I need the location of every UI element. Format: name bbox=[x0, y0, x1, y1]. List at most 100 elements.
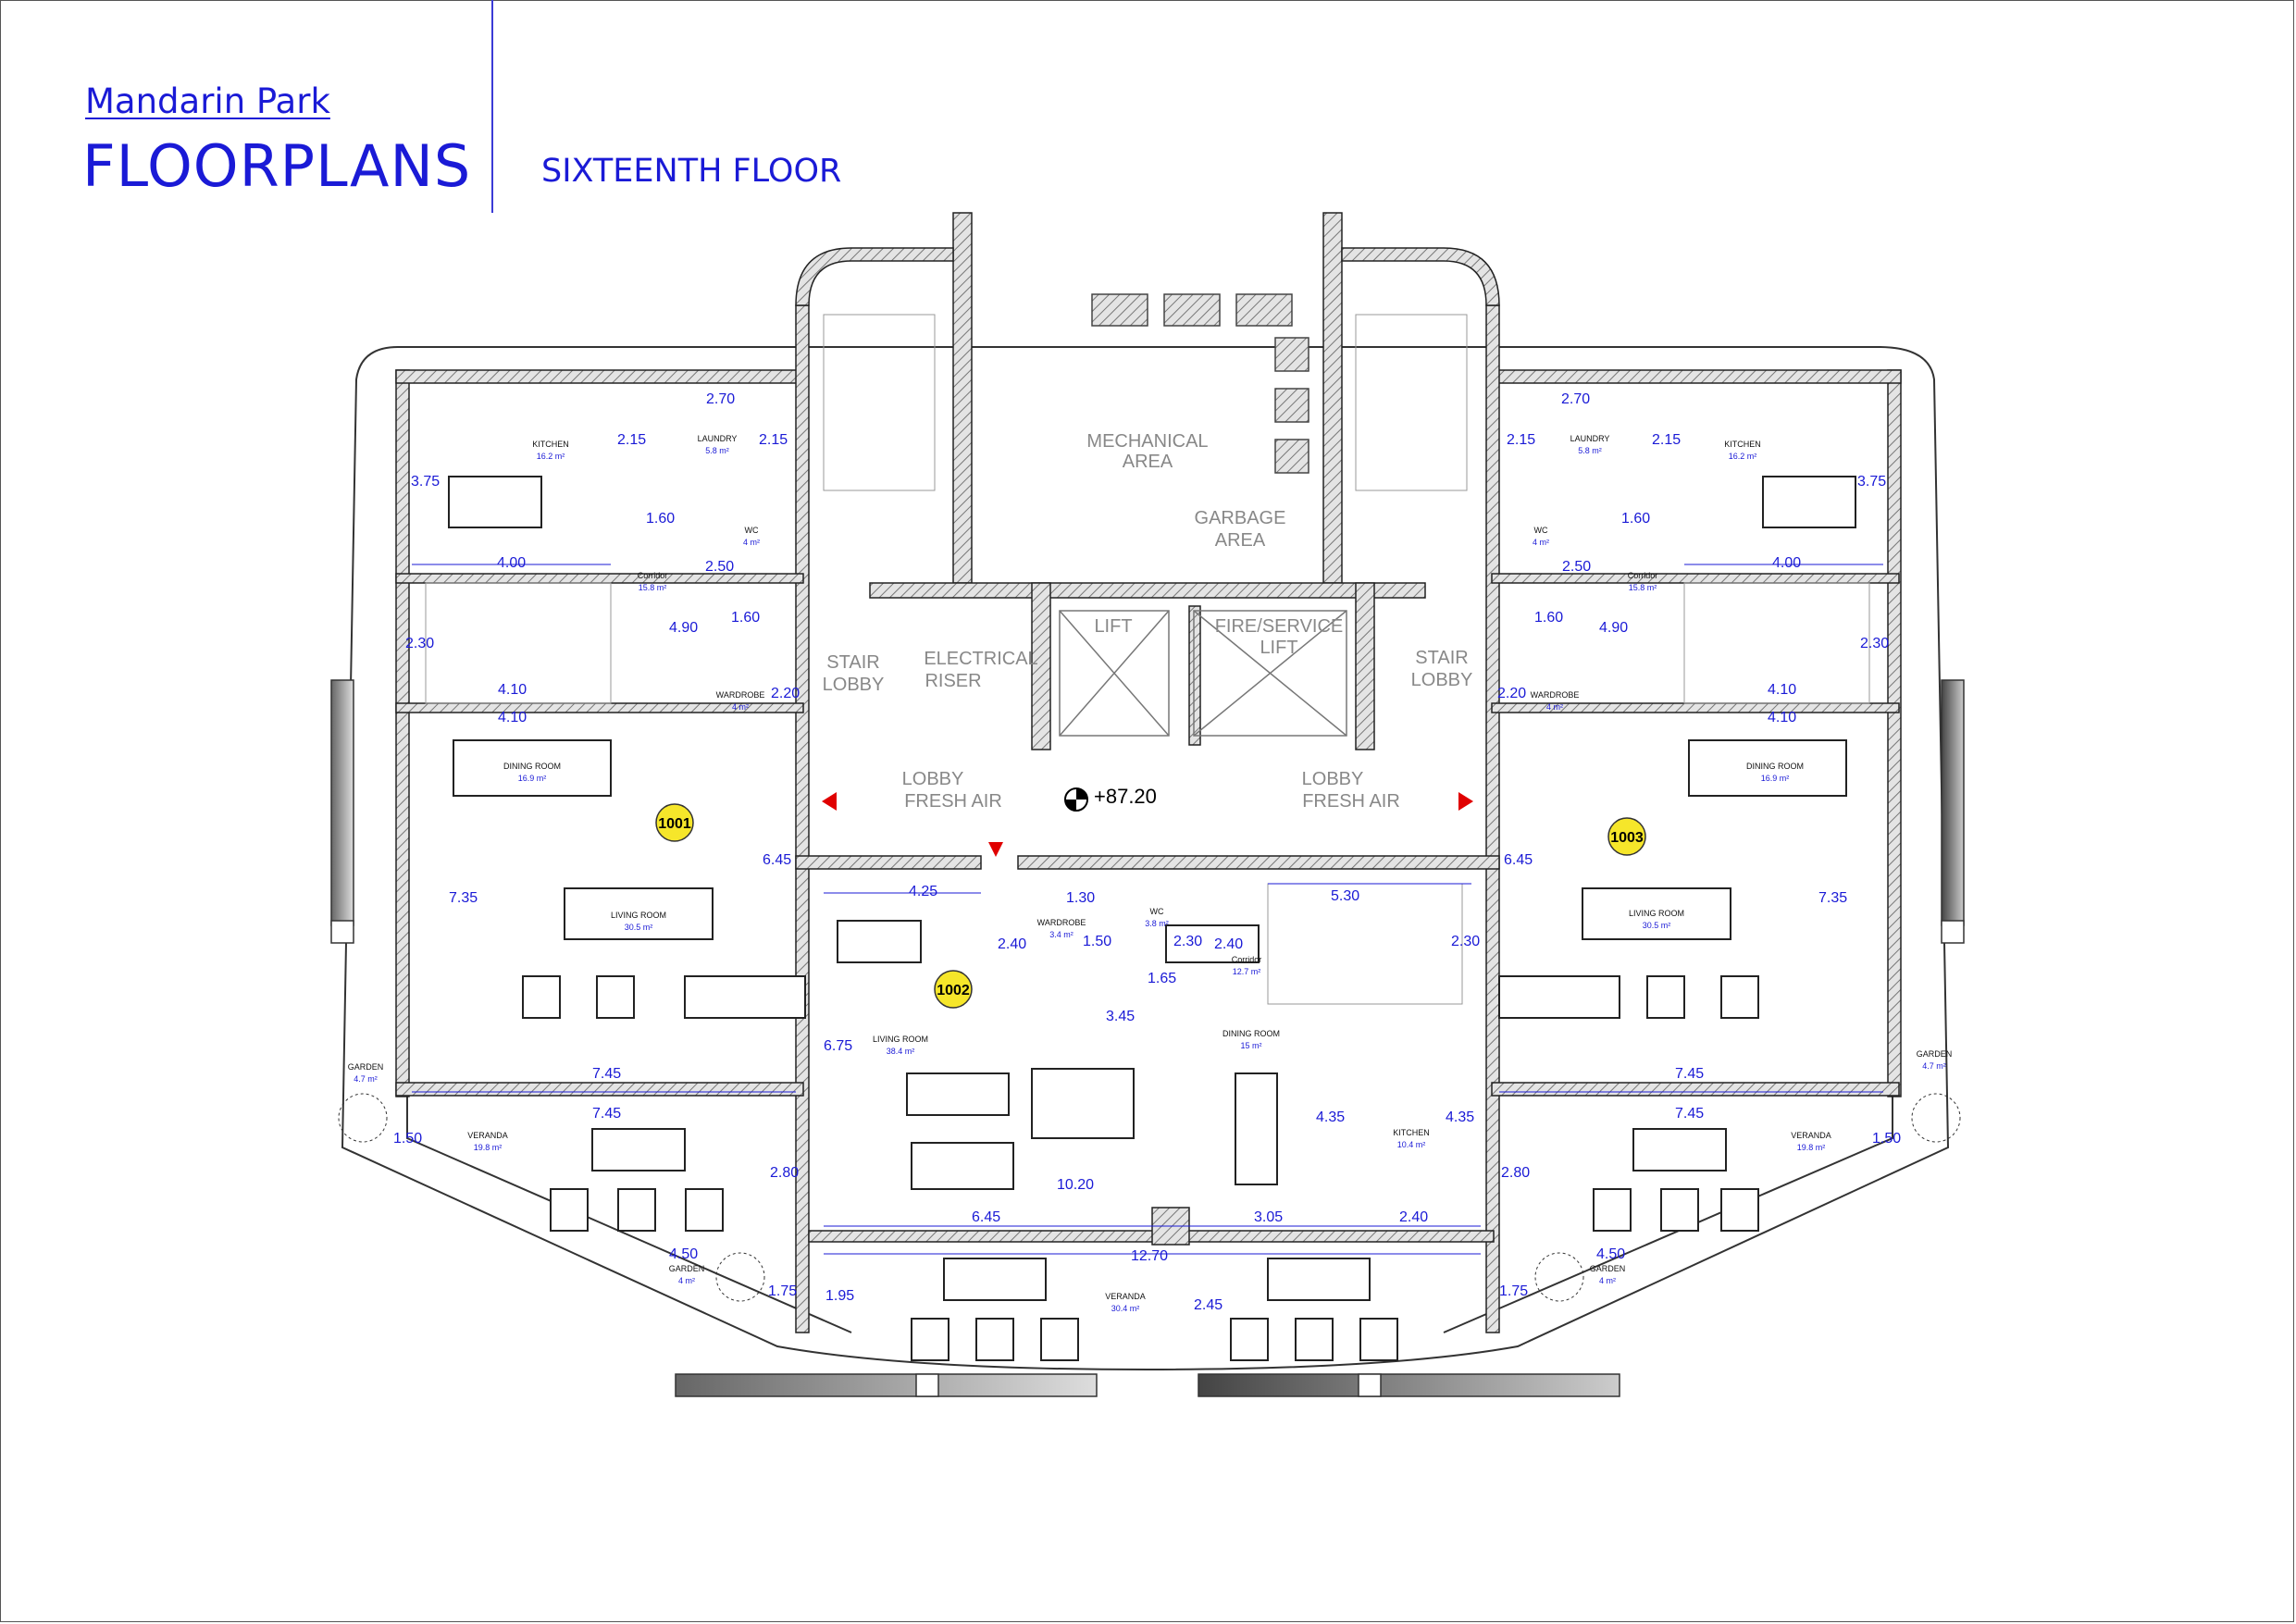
walls bbox=[395, 212, 1902, 1333]
room-laundry-right: LAUNDRY bbox=[1570, 434, 1610, 443]
dim-label: 4.10 bbox=[1768, 710, 1796, 725]
dim-label: 1.50 bbox=[1872, 1131, 1901, 1147]
room-veranda-right: VERANDA bbox=[1791, 1131, 1831, 1140]
dim-label: 1.60 bbox=[646, 511, 675, 527]
room-living-right: LIVING ROOM bbox=[1629, 909, 1684, 918]
dim-label: 4.10 bbox=[498, 710, 527, 725]
room-wardrobe-left-area: 4 m² bbox=[732, 702, 749, 712]
dim-label: 6.45 bbox=[972, 1209, 1000, 1225]
furniture bbox=[448, 476, 1856, 1361]
room-living-middle: LIVING ROOM bbox=[873, 1035, 928, 1044]
dim-label: 2.15 bbox=[617, 432, 646, 448]
dim-label: 7.35 bbox=[1818, 890, 1847, 906]
room-dining-middle: DINING ROOM bbox=[1222, 1029, 1280, 1038]
unit-badge-1003 bbox=[1607, 817, 1646, 856]
garbage-area-label-2: AREA bbox=[1215, 530, 1266, 551]
room-living-left-area: 30.5 m² bbox=[625, 923, 653, 932]
side-fin-right bbox=[1941, 679, 1965, 926]
room-garden-right-1-area: 4.7 m² bbox=[1922, 1061, 1946, 1071]
dim-label: 4.50 bbox=[669, 1246, 698, 1262]
dim-label: 2.50 bbox=[705, 559, 734, 575]
room-kitchen-left: KITCHEN bbox=[532, 440, 569, 449]
dim-label: 4.90 bbox=[1599, 620, 1628, 636]
mechanical-area-label-2: AREA bbox=[1123, 452, 1173, 472]
dim-label: 5.30 bbox=[1331, 888, 1359, 904]
dim-label: 2.15 bbox=[1652, 432, 1681, 448]
facade-post bbox=[330, 920, 354, 944]
room-kitchen-middle: KITCHEN bbox=[1393, 1128, 1430, 1137]
room-garden-left-2-area: 4 m² bbox=[678, 1276, 695, 1285]
dim-label: 2.20 bbox=[771, 686, 800, 701]
dim-label: 7.45 bbox=[1675, 1106, 1704, 1122]
lobby-left-label-1: LOBBY bbox=[902, 769, 964, 789]
room-laundry-right-area: 5.8 m² bbox=[1578, 446, 1602, 455]
dim-label: 1.30 bbox=[1066, 890, 1095, 906]
project-name: Mandarin Park bbox=[85, 81, 330, 121]
dim-label: 2.45 bbox=[1194, 1297, 1222, 1313]
level-value: +87.20 bbox=[1094, 785, 1157, 808]
facade-post bbox=[1358, 1373, 1382, 1397]
dim-label: 4.35 bbox=[1446, 1110, 1474, 1125]
room-living-right-area: 30.5 m² bbox=[1643, 921, 1671, 930]
room-dining-middle-area: 15 m² bbox=[1240, 1041, 1261, 1050]
dim-label: 4.10 bbox=[498, 682, 527, 698]
dim-label: 2.80 bbox=[770, 1165, 799, 1181]
fire-lift-label-2: LIFT bbox=[1260, 638, 1297, 658]
page-title: FLOORPLANS bbox=[82, 132, 472, 200]
dim-label: 1.75 bbox=[1499, 1283, 1528, 1299]
dim-label: 1.65 bbox=[1148, 971, 1176, 986]
dim-label: 1.60 bbox=[1534, 610, 1563, 626]
arrow-left-icon bbox=[822, 792, 837, 811]
room-kitchen-right-area: 16.2 m² bbox=[1729, 452, 1757, 461]
room-veranda-right-area: 19.8 m² bbox=[1797, 1143, 1826, 1152]
room-wardrobe-left: WARDROBE bbox=[716, 690, 765, 700]
room-laundry-left: LAUNDRY bbox=[698, 434, 738, 443]
room-corridor-middle: Corridor bbox=[1232, 955, 1262, 964]
room-garden-right-1: GARDEN bbox=[1917, 1049, 1953, 1059]
dim-label: 4.10 bbox=[1768, 682, 1796, 698]
electrical-riser-label-2: RISER bbox=[925, 671, 981, 691]
room-dining-right: DINING ROOM bbox=[1746, 762, 1804, 771]
dim-label: 2.40 bbox=[998, 936, 1026, 952]
stair-lobby-right-label-1: STAIR bbox=[1415, 648, 1468, 668]
mechanical-area-label-1: MECHANICAL bbox=[1086, 431, 1208, 452]
dim-label: 7.45 bbox=[592, 1066, 621, 1082]
arrow-down-icon bbox=[988, 842, 1003, 857]
room-living-left: LIVING ROOM bbox=[611, 911, 666, 920]
unit-1001-label: 1001 bbox=[658, 816, 691, 832]
dim-label: 4.25 bbox=[909, 884, 937, 899]
room-wardrobe-right: WARDROBE bbox=[1531, 690, 1580, 700]
room-veranda-left-area: 19.8 m² bbox=[474, 1143, 503, 1152]
dim-label: 1.60 bbox=[731, 610, 760, 626]
dim-label: 3.05 bbox=[1254, 1209, 1283, 1225]
dim-label: 1.95 bbox=[825, 1288, 854, 1304]
side-fin-left bbox=[330, 679, 354, 926]
room-corridor-right-area: 15.8 m² bbox=[1629, 583, 1657, 592]
dim-label: 6.45 bbox=[763, 852, 791, 868]
lobby-right-label-1: LOBBY bbox=[1302, 769, 1364, 789]
dim-label: 2.30 bbox=[1173, 934, 1202, 949]
fire-lift-label-1: FIRE/SERVICE bbox=[1215, 616, 1344, 637]
dim-label: 2.70 bbox=[1561, 391, 1590, 407]
dim-label: 12.70 bbox=[1131, 1248, 1168, 1264]
room-wardrobe-middle-area: 3.4 m² bbox=[1049, 930, 1074, 939]
dim-label: 4.90 bbox=[669, 620, 698, 636]
dimension-lines bbox=[412, 564, 1883, 1255]
room-dining-left: DINING ROOM bbox=[503, 762, 561, 771]
dim-label: 2.20 bbox=[1497, 686, 1526, 701]
level-marker bbox=[1064, 787, 1088, 812]
room-corridor-middle-area: 12.7 m² bbox=[1233, 967, 1261, 976]
dim-label: 2.15 bbox=[759, 432, 788, 448]
dim-label: 2.40 bbox=[1214, 936, 1243, 952]
room-kitchen-left-area: 16.2 m² bbox=[537, 452, 565, 461]
stair-lobby-left-label-1: STAIR bbox=[826, 652, 879, 673]
facade-post bbox=[1941, 920, 1965, 944]
dim-label: 1.60 bbox=[1621, 511, 1650, 527]
room-veranda-left: VERANDA bbox=[467, 1131, 508, 1140]
room-kitchen-right: KITCHEN bbox=[1724, 440, 1761, 449]
room-laundry-left-area: 5.8 m² bbox=[705, 446, 729, 455]
title-divider bbox=[491, 0, 493, 213]
room-garden-left-1-area: 4.7 m² bbox=[354, 1074, 378, 1084]
facade-post bbox=[915, 1373, 939, 1397]
